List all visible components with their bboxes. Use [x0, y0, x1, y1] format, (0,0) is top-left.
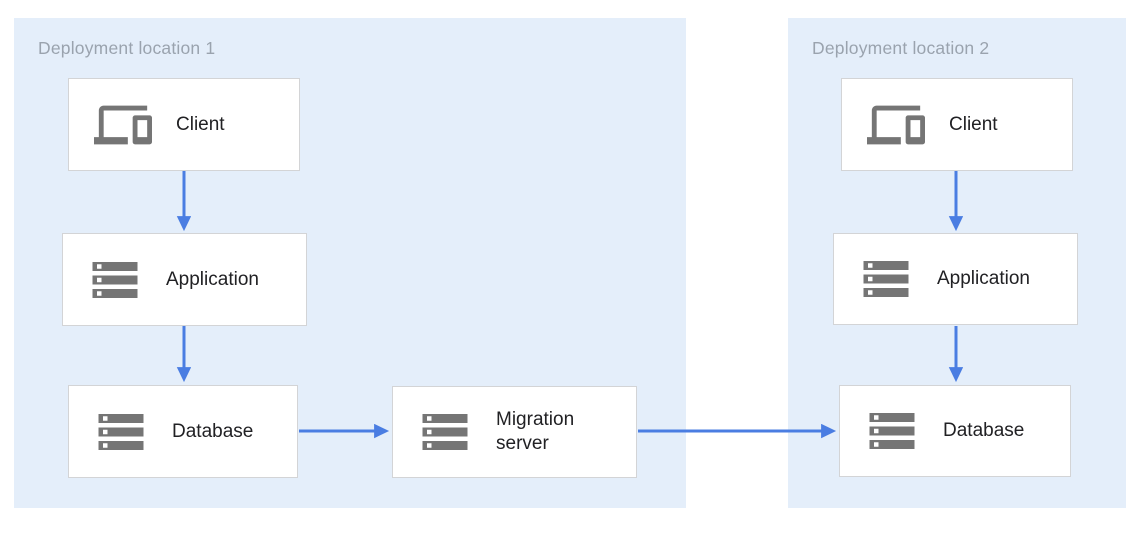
region-1-label: Deployment location 1: [38, 38, 216, 58]
node-client-1: Client: [68, 78, 300, 171]
node-database-2: Database: [839, 385, 1071, 477]
node-database-1: Database: [68, 385, 298, 478]
server-icon: [94, 405, 148, 459]
node-label: Client: [176, 113, 225, 135]
server-icon: [88, 253, 142, 307]
node-application-1: Application: [62, 233, 307, 326]
node-label: Migration server: [496, 409, 575, 454]
devices-icon: [867, 96, 925, 154]
node-migration-server: Migration server: [392, 386, 637, 478]
server-icon: [859, 252, 913, 306]
node-label: Application: [937, 268, 1030, 290]
region-2-label: Deployment location 2: [812, 38, 990, 58]
server-icon: [418, 405, 472, 459]
node-label: Client: [949, 113, 998, 135]
node-client-2: Client: [841, 78, 1073, 171]
node-application-2: Application: [833, 233, 1078, 325]
node-label: Application: [166, 268, 259, 290]
server-icon: [865, 404, 919, 458]
node-label: Database: [943, 420, 1025, 442]
devices-icon: [94, 96, 152, 154]
node-label: Database: [172, 420, 254, 442]
